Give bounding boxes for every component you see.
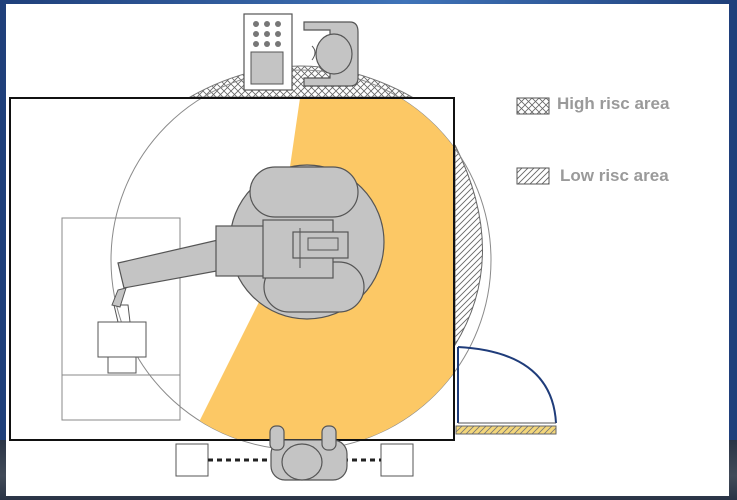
diagram-canvas: High risc area Low risc area xyxy=(6,4,729,496)
legend-high-risk-label: High risc area xyxy=(557,94,670,113)
legend-high-risk-swatch xyxy=(516,97,550,115)
safety-fence xyxy=(9,97,455,441)
operator-top xyxy=(303,21,359,87)
control-panel xyxy=(243,13,293,91)
industrial-robot xyxy=(111,164,385,320)
low-risk-zone-right xyxy=(454,144,483,347)
access-door xyxy=(455,346,557,435)
legend-low-risk-swatch xyxy=(516,167,550,185)
high-risk-zone-top xyxy=(188,65,413,98)
robot-cell-diagram xyxy=(9,13,557,481)
bottom-gate xyxy=(175,443,414,477)
operator-bottom xyxy=(269,425,348,481)
legend-low-risk-label: Low risc area xyxy=(560,166,669,185)
machine-station xyxy=(61,217,181,421)
